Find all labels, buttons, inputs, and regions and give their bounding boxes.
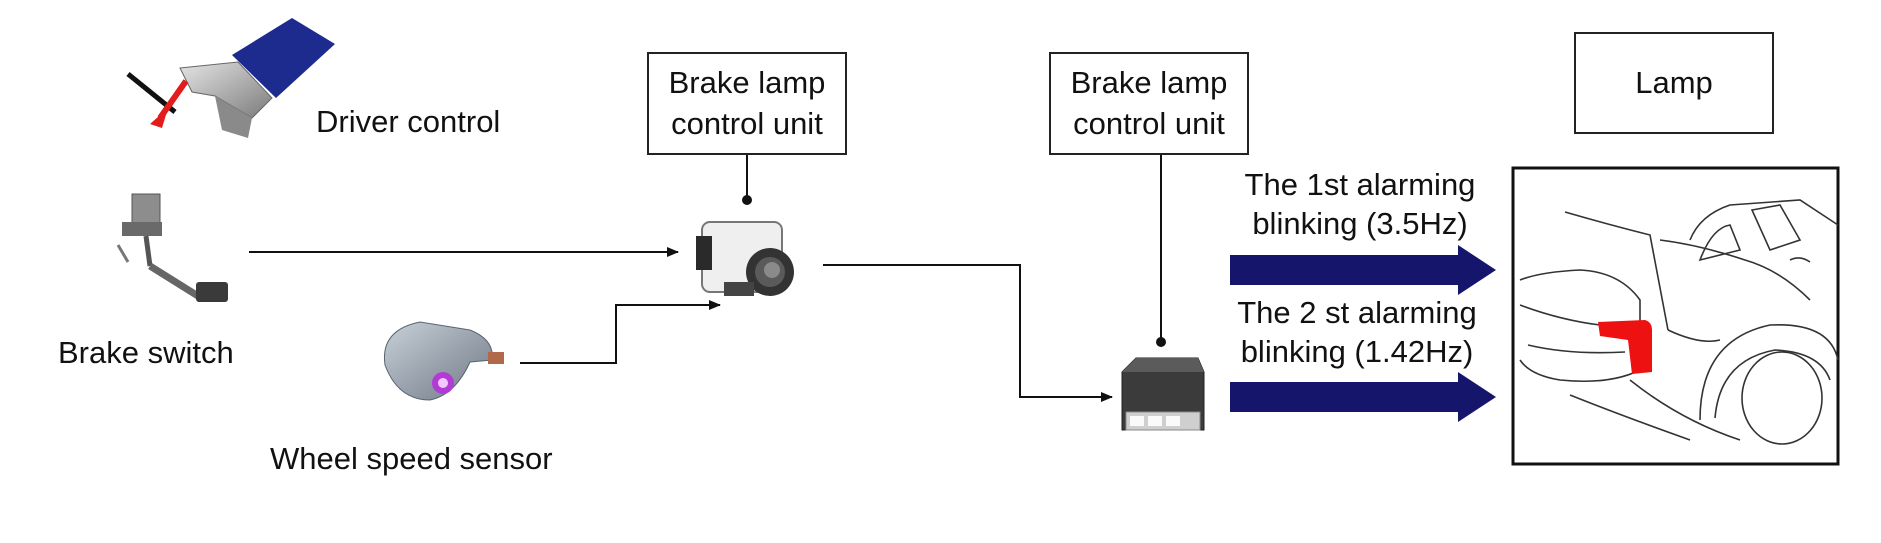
unit1-line1: Brake lamp [668, 65, 826, 101]
unit1-line2: control unit [671, 105, 823, 141]
brake-lamp-highlight [1598, 320, 1652, 374]
alarm-1-line-1: The 1st alarming [1244, 167, 1476, 202]
unit2-line1: Brake lamp [1070, 65, 1228, 101]
alarm-2-label: The 2 st alarming blinking (1.42Hz) [1212, 294, 1502, 372]
unit2-line2: control unit [1073, 105, 1225, 141]
abs-module-icon [696, 221, 794, 296]
brake-switch-label: Brake switch [58, 335, 234, 370]
driver-pedal-icon [126, 18, 335, 138]
brake-switch-icon [116, 193, 228, 302]
alarm-2-line-2: blinking (1.42Hz) [1240, 333, 1474, 369]
lamp-box: Lamp [1574, 32, 1774, 134]
control-unit-module-icon [1121, 357, 1205, 431]
alarm-1-label: The 1st alarming blinking (3.5Hz) [1222, 166, 1498, 244]
brake-lamp-control-unit-box-2: Brake lamp control unit [1049, 52, 1249, 155]
alarm-2-arrow [1230, 372, 1496, 422]
wheel-speed-sensor-label: Wheel speed sensor [270, 441, 553, 476]
wheel-speed-sensor-icon [383, 321, 504, 401]
alarm-1-arrow [1230, 245, 1496, 295]
alarm-1-line-2: blinking (3.5Hz) [1252, 205, 1468, 241]
car-rear-image [1511, 166, 1840, 466]
brake-lamp-control-unit-box-1: Brake lamp control unit [647, 52, 847, 155]
alarm-2-line-1: The 2 st alarming [1237, 295, 1477, 330]
lamp-label: Lamp [1635, 64, 1713, 100]
driver-control-label: Driver control [316, 104, 501, 139]
